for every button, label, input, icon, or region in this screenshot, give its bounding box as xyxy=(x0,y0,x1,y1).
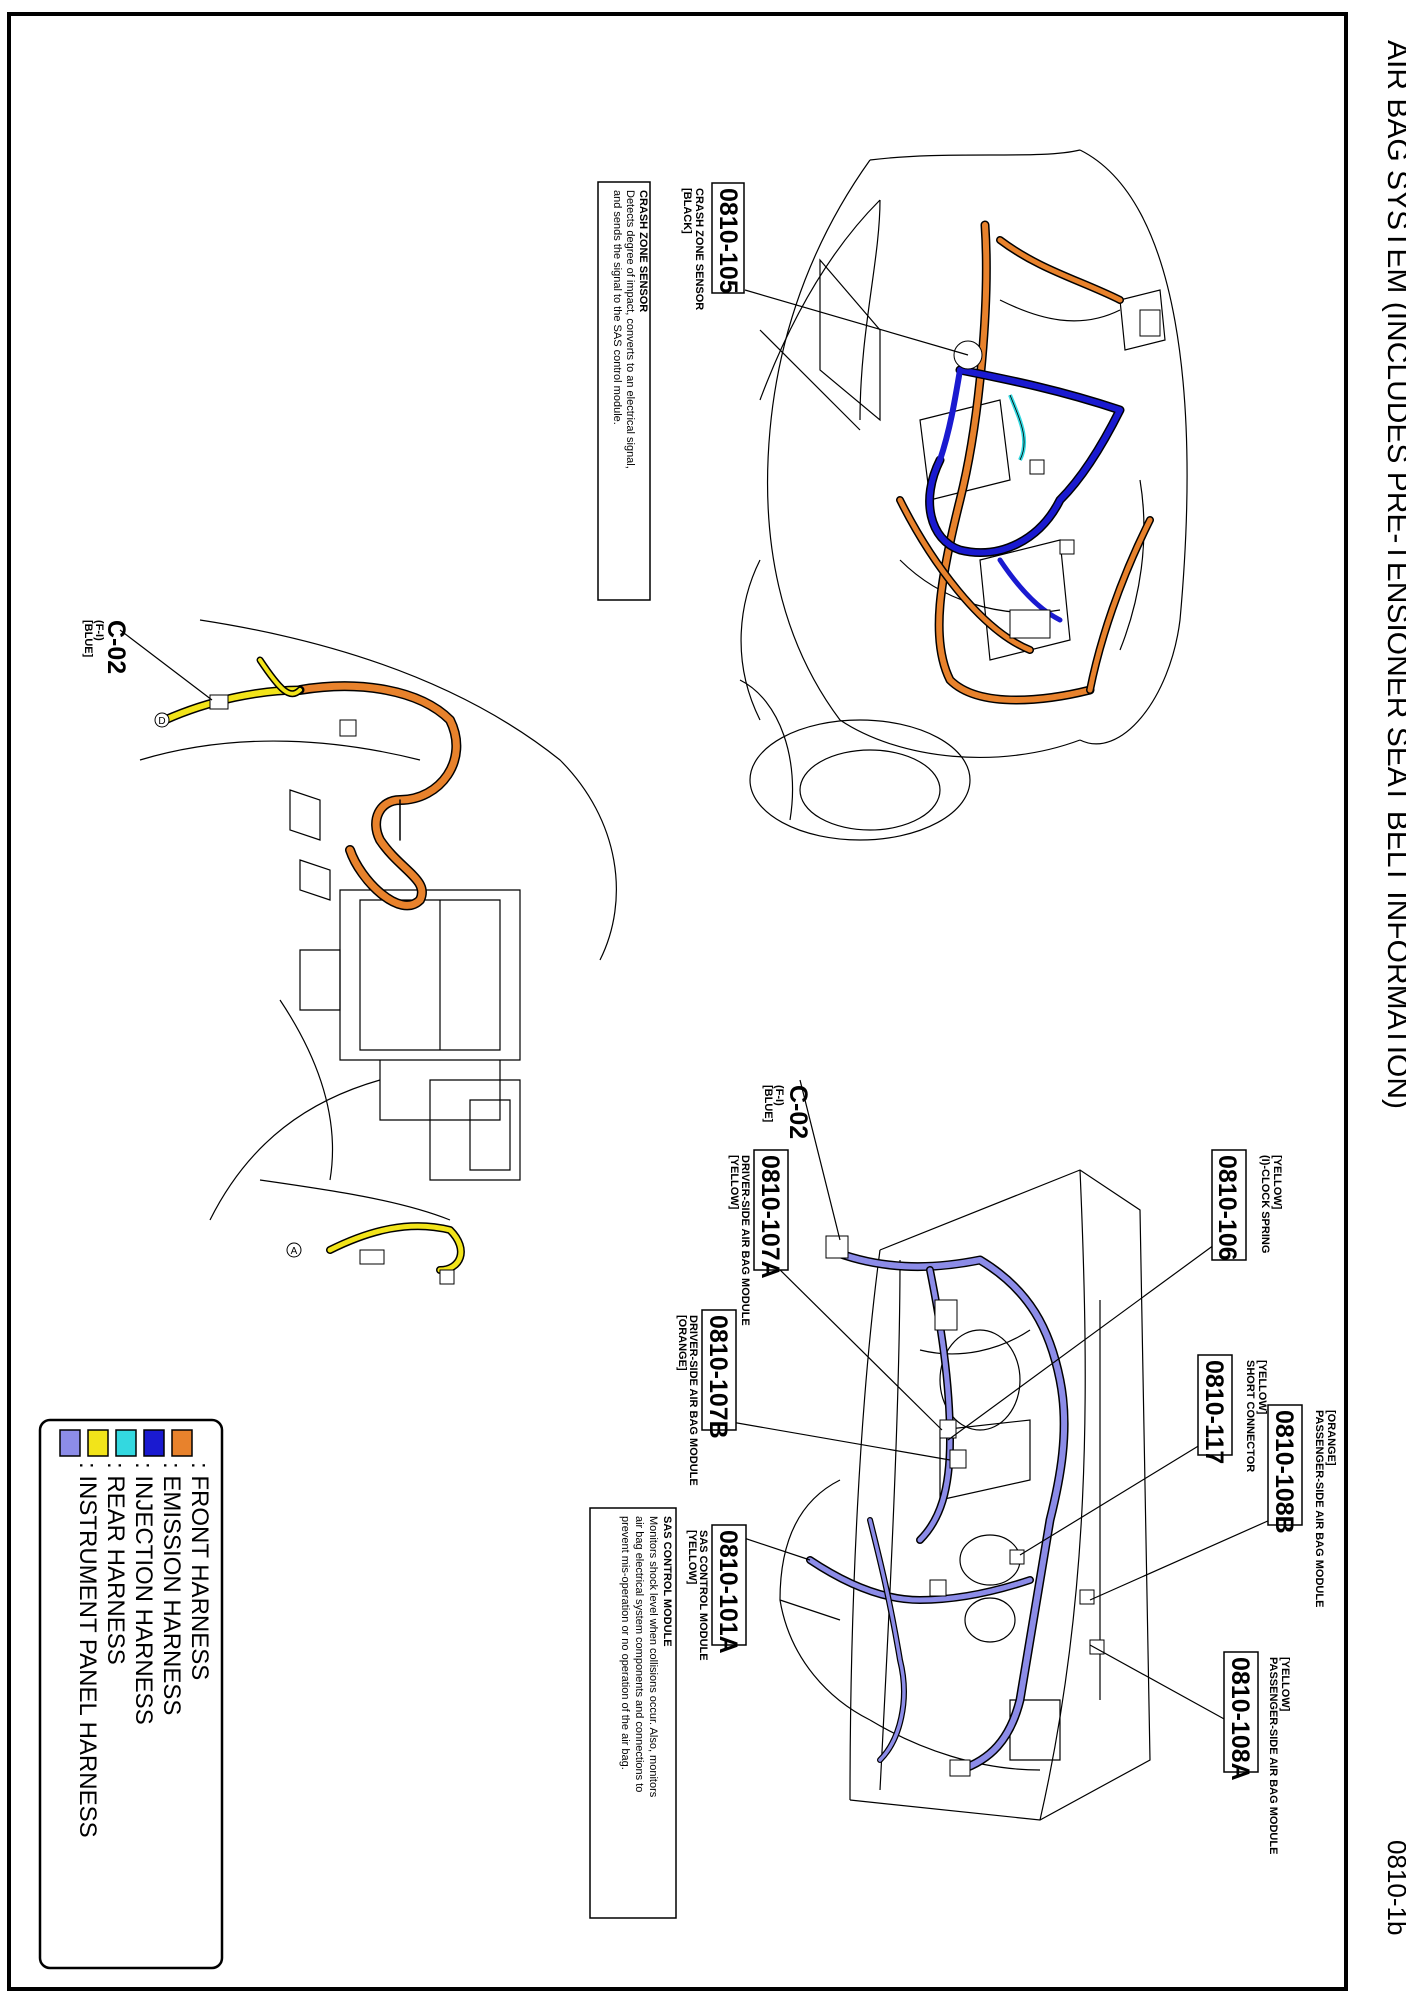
engine-bay-front-harness xyxy=(896,220,1154,705)
svg-text:SAS CONTROL MODULE: SAS CONTROL MODULE xyxy=(661,1516,673,1647)
legend-swatch xyxy=(115,1429,137,1457)
svg-text:0810-101A: 0810-101A xyxy=(714,1530,742,1654)
callout-0810-105: 0810-105 CRASH ZONE SENSOR [BLACK] xyxy=(681,182,969,356)
engine-bay-drawing xyxy=(739,149,1188,841)
callout-0810-106: 0810-106 (I)-CLOCK SPRING [YELLOW] xyxy=(947,1149,1283,1441)
svg-text:CRASH ZONE SENSOR: CRASH ZONE SENSOR xyxy=(693,188,705,310)
svg-text:0810-108B: 0810-108B xyxy=(1270,1410,1298,1534)
page-title: AIR BAG SYSTEM (INCLUDES PRE-TENSIONER S… xyxy=(1381,40,1406,1109)
svg-text:Detects degree of impact, conv: Detects degree of impact, converts to an… xyxy=(624,190,636,469)
under-dash-rear-harness xyxy=(160,656,465,1274)
under-dash-connectors xyxy=(209,694,455,1285)
svg-text:A: A xyxy=(291,1246,298,1257)
svg-text:[BLUE]: [BLUE] xyxy=(762,1085,774,1123)
svg-text:DRIVER-SIDE AIR BAG MODULE: DRIVER-SIDE AIR BAG MODULE xyxy=(739,1155,751,1326)
svg-text:(I)-CLOCK SPRING: (I)-CLOCK SPRING xyxy=(1259,1155,1271,1253)
svg-text:air bag electrical system comp: air bag electrical system components and… xyxy=(633,1516,645,1792)
svg-text:prevent mis-operation or no op: prevent mis-operation or no operation of… xyxy=(619,1516,631,1770)
callout-0810-117: 0810-117 SHORT CONNECTOR [YELLOW] xyxy=(1019,1354,1268,1556)
callout-0810-107b: 0810-107B DRIVER-SIDE AIR BAG MODULE [OR… xyxy=(676,1309,951,1486)
instrument-panel-connectors xyxy=(825,1235,1105,1777)
svg-text:D: D xyxy=(158,716,165,727)
page-border xyxy=(7,12,1348,1991)
svg-text:PASSENGER-SIDE AIR BAG MODULE: PASSENGER-SIDE AIR BAG MODULE xyxy=(1313,1410,1325,1607)
svg-text:0810-106: 0810-106 xyxy=(1213,1155,1241,1261)
svg-text:DRIVER-SIDE AIR BAG MODULE: DRIVER-SIDE AIR BAG MODULE xyxy=(687,1315,699,1486)
svg-text:0810-117: 0810-117 xyxy=(1200,1360,1228,1464)
svg-text:(F-I): (F-I) xyxy=(773,1085,785,1106)
svg-text:0810-105: 0810-105 xyxy=(714,188,742,294)
svg-text:PASSENGER-SIDE AIR BAG MODULE: PASSENGER-SIDE AIR BAG MODULE xyxy=(1267,1657,1279,1854)
legend-frame xyxy=(38,1418,224,1970)
svg-text:CRASH ZONE SENSOR: CRASH ZONE SENSOR xyxy=(637,190,649,312)
svg-text:C-02: C-02 xyxy=(102,620,130,674)
callout-c02-ip: C-02 (F-I) [BLUE] xyxy=(762,1079,841,1241)
svg-text:[BLUE]: [BLUE] xyxy=(82,620,94,658)
sas-info-box: SAS CONTROL MODULE Monitors shock level … xyxy=(589,1507,677,1919)
svg-text:and sends the signal to the SA: and sends the signal to the SAS control … xyxy=(611,190,623,425)
callout-0810-101a: 0810-101A SAS CONTROL MODULE [YELLOW] xyxy=(686,1524,811,1661)
legend-label: : INJECTION HARNESS xyxy=(130,1462,157,1725)
svg-text:[YELLOW]: [YELLOW] xyxy=(1279,1657,1291,1712)
svg-text:[BLACK]: [BLACK] xyxy=(681,188,693,234)
engine-bay-emission-harness xyxy=(925,365,1125,623)
front-wheel-outline xyxy=(749,719,971,841)
page-number: 0810-1b xyxy=(1382,1840,1406,1935)
svg-text:[YELLOW]: [YELLOW] xyxy=(686,1530,698,1585)
svg-text:C-02: C-02 xyxy=(784,1085,812,1139)
callout-0810-107a: 0810-107A DRIVER-SIDE AIR BAG MODULE [YE… xyxy=(728,1149,943,1431)
legend-swatch xyxy=(143,1429,165,1457)
callout-0810-108b: 0810-108B PASSENGER-SIDE AIR BAG MODULE … xyxy=(1089,1404,1337,1607)
legend-label: : REAR HARNESS xyxy=(102,1462,129,1665)
svg-text:SHORT CONNECTOR: SHORT CONNECTOR xyxy=(1244,1360,1256,1472)
svg-text:0810-108A: 0810-108A xyxy=(1226,1657,1254,1781)
legend-swatch xyxy=(59,1429,81,1457)
connector-mark-a: A xyxy=(286,1242,302,1258)
callout-c02-left: C-02 (F-I) [BLUE] xyxy=(82,620,213,701)
legend-label: : FRONT HARNESS xyxy=(186,1462,213,1680)
legend-label: : EMISSION HARNESS xyxy=(158,1462,185,1715)
crash-zone-info-box: CRASH ZONE SENSOR Detects degree of impa… xyxy=(597,181,651,601)
svg-text:[YELLOW]: [YELLOW] xyxy=(1256,1360,1268,1415)
connector-mark-d: D xyxy=(154,712,170,728)
svg-text:[YELLOW]: [YELLOW] xyxy=(1271,1155,1283,1210)
engine-bay-injection-harness xyxy=(1008,394,1027,461)
under-dash-drawing xyxy=(139,619,617,1221)
legend-label: : INSTRUMENT PANEL HARNESS xyxy=(74,1462,101,1838)
svg-text:[ORANGE]: [ORANGE] xyxy=(1325,1410,1337,1466)
legend-swatch xyxy=(171,1429,193,1457)
under-dash-front-harness xyxy=(295,681,462,911)
harness-legend: : FRONT HARNESS: EMISSION HARNESS: INJEC… xyxy=(38,1418,224,1970)
svg-text:[ORANGE]: [ORANGE] xyxy=(676,1315,688,1371)
svg-text:[YELLOW]: [YELLOW] xyxy=(728,1155,740,1210)
svg-text:Monitors shock level when coll: Monitors shock level when collisions occ… xyxy=(647,1516,659,1798)
callout-0810-108a: 0810-108A PASSENGER-SIDE AIR BAG MODULE … xyxy=(1089,1644,1291,1854)
svg-text:0810-107A: 0810-107A xyxy=(756,1155,784,1279)
legend-swatch xyxy=(87,1429,109,1457)
svg-text:0810-107B: 0810-107B xyxy=(704,1315,732,1439)
svg-text:SAS CONTROL MODULE: SAS CONTROL MODULE xyxy=(697,1530,709,1661)
instrument-panel-drawing xyxy=(779,1169,1151,1821)
svg-text:(F-I): (F-I) xyxy=(93,620,105,641)
